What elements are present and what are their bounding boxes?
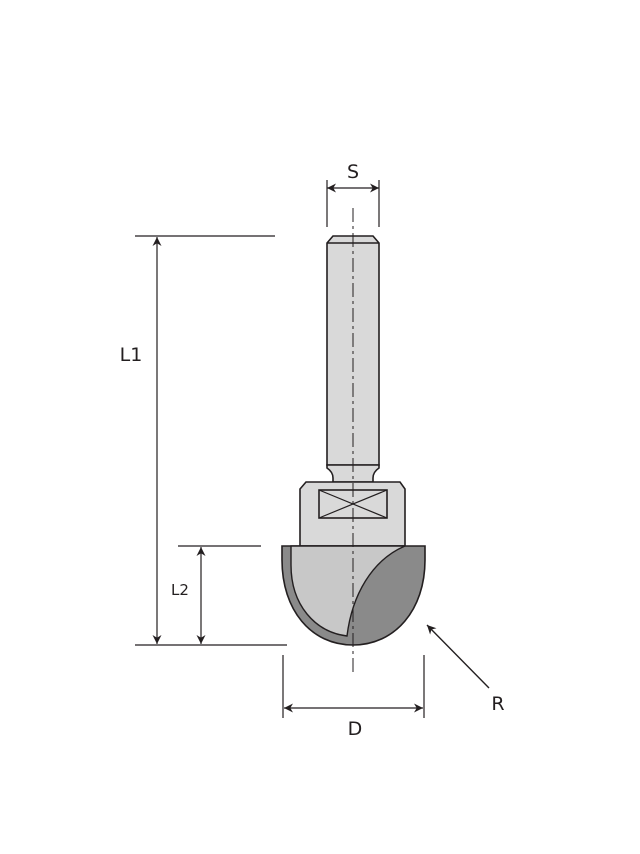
r-label: R bbox=[491, 693, 504, 715]
l2-label: L2 bbox=[171, 581, 189, 599]
l1-label: L1 bbox=[120, 344, 143, 366]
r-leader-arrow bbox=[426, 624, 490, 689]
s-label: S bbox=[347, 161, 359, 183]
d-label: D bbox=[348, 718, 363, 740]
cutter-face bbox=[290, 545, 406, 637]
